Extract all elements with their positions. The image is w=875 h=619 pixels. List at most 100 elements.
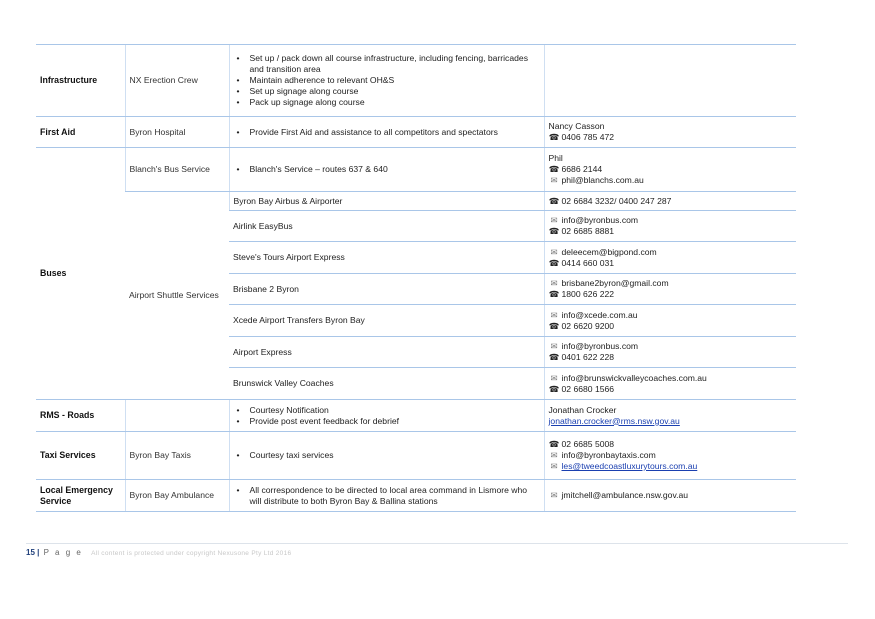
contact-cell: ✉deleecem@bigpond.com ☎0414 660 031: [543, 241, 796, 274]
category-cell: Local Emergency Service: [36, 479, 125, 512]
phone-icon: ☎: [548, 164, 560, 174]
email-address[interactable]: info@byronbus.com: [561, 341, 639, 351]
organisation-cell: Byron Hospital: [124, 116, 229, 148]
email-address[interactable]: info@byronbus.com: [561, 215, 639, 225]
envelope-icon: ✉: [550, 450, 558, 460]
category-cell: Infrastructure: [36, 44, 125, 117]
envelope-icon: ✉: [550, 490, 558, 500]
envelope-icon: ✉: [550, 309, 558, 320]
provider-cell: Brisbane 2 Byron: [229, 273, 544, 305]
duty-item: Set up signage along course: [237, 86, 540, 97]
phone-icon: ☎: [548, 439, 560, 449]
organisation-cell: Blanch's Bus Service: [124, 147, 229, 192]
duty-item: Pack up signage along course: [237, 97, 540, 108]
category-cell: RMS - Roads: [36, 399, 125, 432]
table-row: Xcede Airport Transfers Byron Bay ✉info@…: [36, 304, 796, 337]
duties-cell: Courtesy taxi services: [228, 431, 544, 480]
email-link[interactable]: les@tweedcoastluxurytours.com.au: [561, 461, 698, 471]
email-address[interactable]: phil@blanchs.com.au: [561, 175, 644, 185]
duties-cell: Blanch's Service – routes 637 & 640: [228, 147, 544, 192]
phone-number: 6686 2144: [561, 164, 603, 174]
provider-cell: Brunswick Valley Coaches: [229, 367, 544, 400]
phone-number: 0406 785 472: [561, 132, 615, 142]
contact-name: Nancy Casson: [548, 121, 605, 131]
contact-cell: ✉info@xcede.com.au ☎02 6620 9200: [543, 304, 796, 337]
page-footer: 15 | P a g e All content is protected un…: [26, 548, 291, 557]
category-cell: Buses: [36, 147, 125, 400]
phone-number: 0401 622 228: [561, 352, 615, 362]
duties-cell: All correspondence to be directed to loc…: [228, 479, 544, 512]
email-address[interactable]: info@brunswickvalleycoaches.com.au: [561, 372, 707, 383]
contact-cell: Phil ☎6686 2144 ✉phil@blanchs.com.au: [543, 147, 796, 192]
organisation-cell: Airport Shuttle Services: [125, 191, 229, 400]
email-address[interactable]: info@xcede.com.au: [561, 309, 638, 320]
category-cell: First Aid: [36, 116, 125, 148]
envelope-icon: ✉: [550, 246, 558, 257]
footer-separator: |: [37, 548, 40, 557]
email-address[interactable]: deleecem@bigpond.com: [561, 246, 657, 257]
duty-item: Provide post event feedback for debrief: [237, 416, 540, 427]
organisation-cell: Byron Bay Taxis: [124, 431, 229, 480]
phone-number: 02 6684 3232/ 0400 247 287: [561, 195, 672, 206]
envelope-icon: ✉: [550, 341, 558, 351]
duties-cell: Courtesy Notification Provide post event…: [228, 399, 544, 432]
duties-cell: Set up / pack down all course infrastruc…: [228, 44, 544, 117]
envelope-icon: ✉: [550, 278, 558, 288]
table-row: Infrastructure NX Erection Crew Set up /…: [36, 44, 796, 117]
duty-item: Set up / pack down all course infrastruc…: [237, 53, 540, 75]
contact-cell: ✉jmitchell@ambulance.nsw.gov.au: [543, 479, 796, 512]
organisation-cell: [124, 399, 229, 432]
phone-number: 0414 660 031: [561, 257, 615, 268]
table-row: Airport Shuttle Services Byron Bay Airbu…: [36, 191, 796, 400]
organisation-cell: Byron Bay Ambulance: [124, 479, 229, 512]
table-row: First Aid Byron Hospital Provide First A…: [36, 116, 796, 148]
duty-item: Provide First Aid and assistance to all …: [237, 127, 540, 138]
duties-cell: Provide First Aid and assistance to all …: [228, 116, 544, 148]
footer-rule: [26, 543, 848, 544]
contact-name: Phil: [548, 153, 563, 163]
event-contacts-table: Infrastructure NX Erection Crew Set up /…: [36, 44, 796, 512]
phone-number: 02 6620 9200: [561, 320, 615, 331]
phone-icon: ☎: [548, 320, 560, 331]
phone-icon: ☎: [548, 352, 560, 362]
provider-cell: Byron Bay Airbus & Airporter: [228, 191, 544, 211]
phone-icon: ☎: [548, 383, 560, 394]
phone-number: 02 6685 8881: [561, 226, 615, 236]
provider-cell: Steve's Tours Airport Express: [229, 241, 544, 274]
duty-item: Maintain adherence to relevant OH&S: [237, 75, 540, 86]
phone-icon: ☎: [548, 289, 560, 299]
copyright-notice: All content is protected under copyright…: [91, 550, 292, 557]
contact-cell: Jonathan Crocker jonathan.crocker@rms.ns…: [543, 399, 796, 432]
contact-cell: [543, 44, 796, 117]
phone-icon: ☎: [548, 132, 560, 142]
contact-cell: ✉brisbane2byron@gmail.com ☎1800 626 222: [543, 273, 796, 305]
envelope-icon: ✉: [550, 215, 558, 225]
table-row: RMS - Roads Courtesy Notification Provid…: [36, 399, 796, 432]
phone-number: 1800 626 222: [561, 289, 615, 299]
email-address[interactable]: brisbane2byron@gmail.com: [561, 278, 669, 288]
email-address[interactable]: info@byronbaytaxis.com: [561, 450, 656, 460]
email-address[interactable]: jmitchell@ambulance.nsw.gov.au: [561, 490, 689, 500]
contact-name: Jonathan Crocker: [548, 404, 617, 415]
envelope-icon: ✉: [550, 461, 558, 471]
table-row: Local Emergency Service Byron Bay Ambula…: [36, 479, 796, 512]
table-row: Airlink EasyBus ✉info@byronbus.com ☎02 6…: [36, 210, 796, 242]
duty-item: Courtesy Notification: [237, 405, 540, 416]
contact-cell: ✉info@byronbus.com ☎02 6685 8881: [543, 210, 796, 242]
phone-number: 02 6685 5008: [561, 439, 615, 449]
table-row: Taxi Services Byron Bay Taxis Courtesy t…: [36, 431, 796, 480]
envelope-icon: ✉: [550, 175, 558, 185]
contact-cell: ☎02 6685 5008 ✉info@byronbaytaxis.com ✉l…: [543, 431, 796, 480]
provider-cell: Airlink EasyBus: [229, 210, 544, 242]
duty-item: All correspondence to be directed to loc…: [237, 485, 540, 507]
envelope-icon: ✉: [550, 372, 558, 383]
category-cell: Taxi Services: [36, 431, 125, 480]
contact-cell: ✉info@byronbus.com ☎0401 622 228: [543, 336, 796, 368]
contact-cell: ☎02 6684 3232/ 0400 247 287: [543, 191, 796, 211]
phone-icon: ☎: [548, 257, 560, 268]
table-row: Brunswick Valley Coaches ✉info@brunswick…: [36, 367, 796, 400]
page-label: P a g e: [43, 548, 83, 557]
contact-cell: Nancy Casson ☎0406 785 472: [543, 116, 796, 148]
email-link[interactable]: jonathan.crocker@rms.nsw.gov.au: [548, 415, 680, 426]
